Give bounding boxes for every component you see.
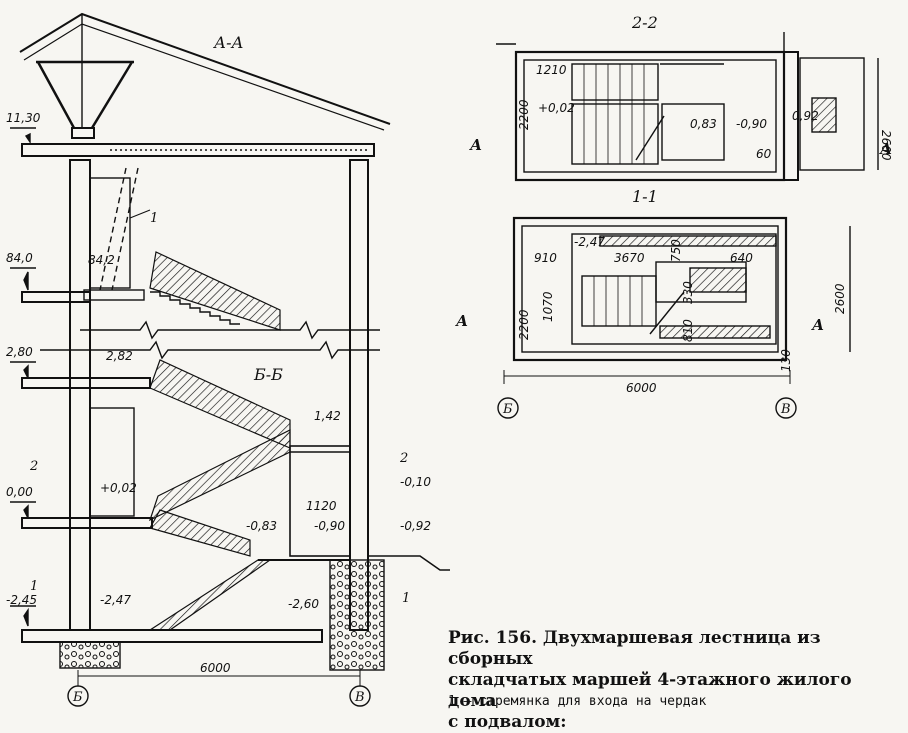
- level-000: 0,00: [6, 485, 33, 499]
- plan11-dim-130: 130: [779, 349, 793, 372]
- level-142: 1,42: [314, 409, 341, 423]
- dim-1120: 1120: [306, 499, 337, 513]
- section-aa-label: А-А: [213, 33, 244, 52]
- axis-b-right: Б: [502, 402, 513, 417]
- plan22-level-092: 0,92: [792, 109, 819, 123]
- figure-caption: Рис. 156. Двухмаршевая лестница из сборн…: [448, 628, 900, 733]
- plan11-dim-2600: 2600: [833, 283, 847, 314]
- level-m092: -0,92: [400, 519, 431, 533]
- marker-a-right: А: [879, 140, 892, 158]
- plan22-dim-1210: 1210: [536, 63, 567, 77]
- plan11-dim-810: 810: [681, 319, 695, 342]
- level-84b: 84,2: [88, 253, 115, 267]
- axis-b: Б: [72, 690, 83, 705]
- marker-a-right-11: А: [811, 316, 824, 334]
- plan11-dim-910: 910: [534, 251, 557, 265]
- level-m010: -0,10: [400, 475, 431, 489]
- section-aa-bb: [10, 12, 450, 707]
- axis-v: В: [354, 690, 365, 705]
- level-84: 84,0: [6, 251, 33, 265]
- plan11-dim-3670: 3670: [614, 251, 645, 265]
- plan22-dim-60: 60: [756, 147, 772, 161]
- marker-one-left: 1: [30, 579, 38, 594]
- level-m247: -2,47: [100, 593, 131, 607]
- plan22-level-002: +0,02: [538, 101, 575, 115]
- level-m260: -2,60: [288, 597, 319, 611]
- level-m083: -0,83: [246, 519, 277, 533]
- plan-22: [496, 32, 879, 182]
- level-m245: -2,45: [6, 593, 37, 607]
- plan11-level-m247: -2,47: [574, 235, 605, 249]
- plan22-dim-2600: 2600: [879, 130, 893, 161]
- level-002: +0,02: [100, 481, 137, 495]
- caption-line-1: Рис. 156. Двухмаршевая лестница из сборн…: [448, 628, 821, 669]
- dim-6000-left: 6000: [200, 661, 231, 675]
- plan11-dim-6000: 6000: [626, 381, 657, 395]
- marker-a-left-11: А: [455, 312, 468, 330]
- plan-11-labels: 1-1 -2,47 910 3670 750 640 1070 2200 330…: [455, 187, 847, 417]
- section-labels: А-А Б-Б 11,30 84,0 84,2 2,80 2,82 0,00 +…: [6, 33, 431, 705]
- level-282: 2,82: [106, 349, 133, 363]
- marker-two-left: 2: [29, 459, 38, 474]
- marker-a-left: А: [469, 136, 482, 154]
- section-22-label: 2-2: [631, 13, 658, 32]
- level-roof: 11,30: [6, 111, 41, 125]
- caption-line-3: с подвалом:: [448, 712, 567, 732]
- plan11-dim-1070: 1070: [541, 291, 555, 322]
- plan11-dim-750: 750: [669, 239, 683, 262]
- plan11-dim-640: 640: [730, 251, 753, 265]
- marker-one-ladder: 1: [150, 211, 158, 226]
- marker-two-right: 2: [399, 451, 408, 466]
- plan11-dim-330: 330: [681, 281, 695, 304]
- level-280: 2,80: [6, 345, 33, 359]
- plan22-level-m090: -0,90: [736, 117, 767, 131]
- section-11-label: 1-1: [632, 187, 658, 206]
- caption-line-2: складчатых маршей 4-этажного жилого дома: [448, 670, 852, 711]
- section-bb-label: Б-Б: [253, 365, 283, 384]
- plan11-dim-2200: 2200: [517, 309, 531, 340]
- marker-one-right: 1: [402, 591, 410, 606]
- axis-v-right: В: [780, 402, 791, 417]
- plan-11: [497, 216, 851, 419]
- plan22-level-083: 0,83: [690, 117, 717, 131]
- level-m090: -0,90: [314, 519, 345, 533]
- figure-legend: 1 — стремянка для входа на чердак: [448, 694, 707, 709]
- plan-22-labels: 2-2 1210 2200 2600 +0,02 0,83 -0,90 0,92…: [469, 13, 893, 161]
- plan22-dim-2200: 2200: [517, 99, 531, 130]
